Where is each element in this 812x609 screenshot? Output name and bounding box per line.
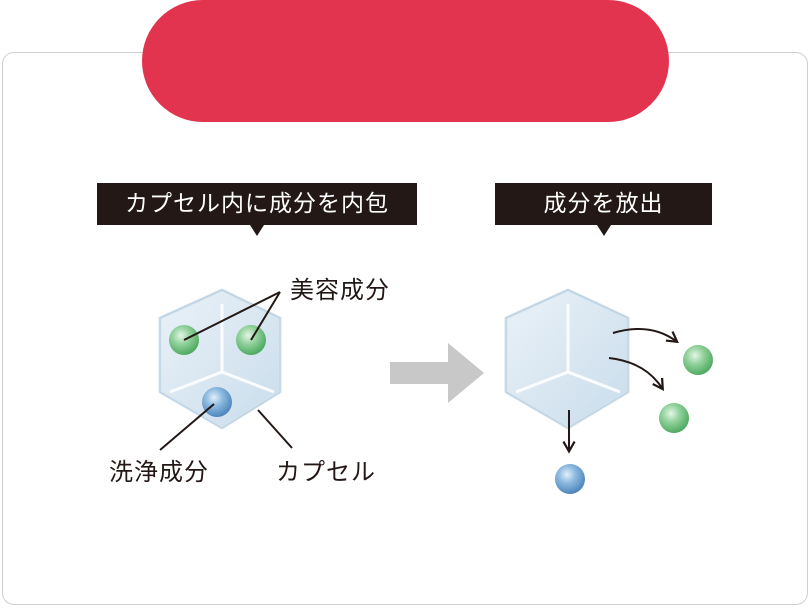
label-cleansing-ingredient: 洗浄成分: [109, 458, 209, 486]
header-banner: [142, 0, 669, 122]
capsule-cube-left: [158, 288, 282, 430]
release-arrow-1-icon: [612, 328, 679, 344]
transition-arrow-icon: [390, 343, 484, 403]
capsule-cube-right: [504, 288, 630, 430]
label-capsule: カプセル: [276, 458, 376, 486]
released-cleansing-sphere: [555, 464, 585, 494]
content-panel: [2, 52, 808, 605]
released-beauty-sphere-1: [683, 345, 713, 375]
label-beauty-ingredient: 美容成分: [290, 276, 390, 304]
release-arrows: [562, 328, 679, 454]
step-tag-release: 成分を放出: [495, 183, 712, 236]
released-beauty-sphere-2: [659, 403, 689, 433]
release-arrow-2-icon: [608, 357, 665, 392]
leader-lines: [159, 291, 293, 451]
step-tag-encapsulate: カプセル内に成分を内包: [97, 183, 417, 236]
cleansing-ingredient-sphere: [202, 387, 232, 417]
